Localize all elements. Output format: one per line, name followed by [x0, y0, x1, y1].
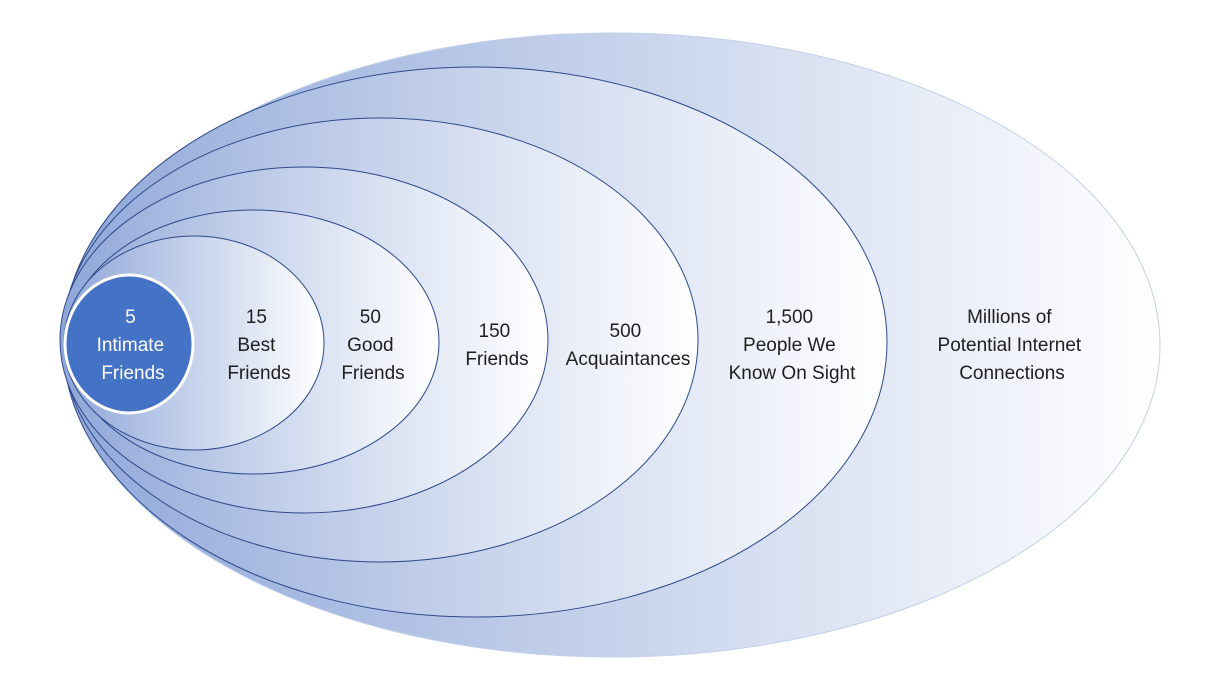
label-best-friends: 15 Best Friends [227, 307, 290, 384]
label-sight: 1,500 People We Know On Sight [729, 307, 856, 384]
ring-intimate [63, 273, 195, 415]
label-acquaintances: 500 Acquaintances [566, 321, 691, 370]
label-intimate-friends: 5 Intimate Friends [97, 307, 170, 384]
label-friends: 150 Friends [465, 321, 528, 370]
label-good-friends: 50 Good Friends [341, 307, 404, 384]
label-internet: Millions of Potential Internet Connectio… [938, 307, 1087, 384]
